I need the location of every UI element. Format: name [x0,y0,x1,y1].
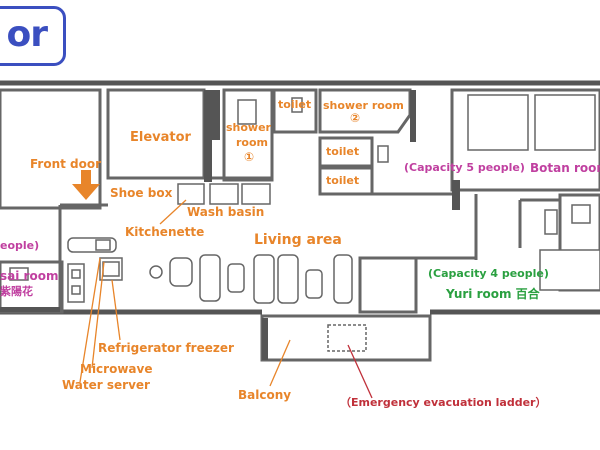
floor-badge: or [0,6,66,66]
dark-walls [0,90,460,360]
label-ajisai-room: sai room [0,269,59,283]
label-shower-room-2: shower room [323,99,404,112]
label-shower-room-1-num: ① [244,150,255,164]
label-yuri-capacity: (Capacity 4 people) [428,267,549,280]
furniture [9,94,600,352]
label-water-server: Water server [62,378,150,392]
label-wash-basin: Wash basin [187,205,265,219]
label-toilet-mid: toilet [326,145,360,158]
label-toilet-low: toilet [326,174,360,187]
label-shower-room-1-line1: shower [226,121,271,134]
label-left-capacity: eople) [0,239,40,252]
label-ajisai-kanji: 紫陽花 [0,285,33,298]
label-botan-capacity: (Capacity 5 people) [404,161,525,174]
label-shower-room-1-line2: room [236,136,269,149]
label-shower-room-2-num: ② [350,111,361,125]
floor-badge-text: or [6,14,48,55]
label-evac-ladder: （Emergency evacuation ladder） [340,396,547,409]
label-front-door: Front door [30,157,102,171]
label-living-area: Living area [254,232,342,248]
label-shoe-box: Shoe box [110,186,173,200]
label-toilet-top: toilet [278,98,312,111]
down-arrow-icon [72,170,100,200]
evac-leader [347,344,373,399]
label-elevator: Elevator [130,130,191,145]
label-balcony: Balcony [238,388,292,402]
label-kitchenette: Kitchenette [125,225,205,239]
label-microwave: Microwave [80,362,153,376]
label-yuri-room: Yuri room 百合 [446,287,540,301]
interior-walls [0,88,600,362]
label-refrigerator: Refrigerator freezer [98,341,234,355]
leader-lines [79,199,291,387]
label-botan-room: Botan room [530,161,600,175]
